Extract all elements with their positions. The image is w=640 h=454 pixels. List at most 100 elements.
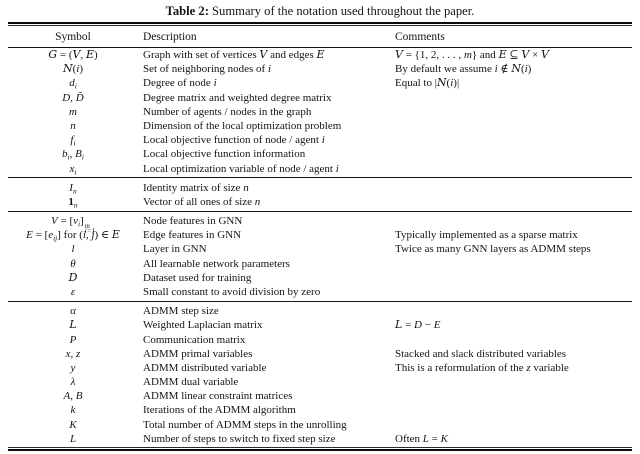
symbol-cell: xi (69, 162, 77, 177)
comments-cell (395, 403, 632, 417)
table-row: y ADMM distributed variable This is a refo… (8, 361, 632, 375)
symbol-cell: y (70, 361, 76, 374)
symbol-cell: ε (70, 285, 76, 298)
symbol-cell: A, B (63, 390, 83, 403)
comments-cell: L = D − E (395, 318, 441, 332)
description-cell: ADMM distributed variable (143, 361, 267, 374)
description-cell: Set of neighboring nodes of i (143, 63, 272, 76)
description-cell: Node features in GNN (143, 215, 243, 228)
comments-cell (395, 333, 632, 347)
symbol-cell: α (70, 305, 76, 318)
table-body: G = (V, E) Graph with set of vertices V a… (8, 48, 632, 446)
table-row: D, D̃Degree matrix and weighted degree m… (8, 91, 632, 105)
comments-cell (395, 375, 632, 389)
comments-cell (395, 91, 632, 105)
comments-cell (395, 257, 632, 271)
table-row: G = (V, E) Graph with set of vertices V a… (8, 48, 632, 62)
comments-cell (395, 133, 632, 147)
header-description: Description (143, 30, 197, 43)
symbol-cell: m (69, 105, 77, 118)
symbol-cell: k (70, 404, 76, 417)
description-cell: ADMM linear constraint matrices (143, 390, 293, 403)
description-cell: Degree matrix and weighted degree matrix (143, 91, 332, 104)
table-row: θ All learnable network parameters (8, 257, 632, 271)
comments-cell (395, 147, 632, 161)
symbol-cell: bi, Bi (62, 148, 84, 162)
table-header-row: Symbol Description Comments (8, 26, 632, 47)
header-rule (8, 47, 632, 48)
description-cell: Graph with set of vertices V and edges E (143, 48, 325, 61)
symbol-cell: N(i) (62, 62, 84, 76)
symbol-cell: G = (V, E) (48, 48, 98, 61)
header-symbol: Symbol (55, 30, 91, 43)
comments-cell: Stacked and slack distributed variables (395, 347, 567, 360)
symbol-cell: fi (70, 134, 76, 148)
table-caption-text: Summary of the notation used throughout … (212, 4, 475, 18)
section-divider (8, 177, 632, 179)
table-row: 1n Vector of all ones of size n (8, 195, 632, 210)
table-row: E = [eij] for (i, j) ∈ E Edge features in… (8, 228, 632, 243)
comments-cell (395, 285, 632, 299)
table-caption: Table 2: Summary of the notation used th… (0, 0, 640, 20)
bottom-rule (8, 447, 632, 452)
section-divider (8, 210, 632, 212)
comments-cell (395, 195, 632, 209)
comments-cell (395, 418, 632, 432)
comments-cell (395, 271, 632, 285)
description-cell: Dataset used for training (143, 271, 252, 284)
symbol-cell: L (69, 432, 77, 445)
table-row: λ ADMM dual variable (8, 375, 632, 389)
description-cell: Degree of node i (143, 77, 217, 90)
description-cell: All learnable network parameters (143, 257, 290, 270)
table-row: P Communication matrix (8, 333, 632, 347)
comments-cell (395, 304, 632, 318)
comments-cell (395, 214, 632, 228)
symbol-cell: In (69, 181, 77, 196)
table-row: α ADMM step size (8, 304, 632, 318)
table-caption-label: Table 2: (165, 4, 209, 18)
symbol-cell: P (69, 333, 77, 346)
symbol-cell: λ (70, 376, 76, 389)
description-cell: Number of steps to switch to fixed step … (143, 432, 336, 445)
symbol-cell: θ (70, 257, 76, 270)
description-cell: Layer in GNN (143, 243, 207, 256)
table-row: n Dimension of the local optimization pro… (8, 119, 632, 133)
comments-cell: V = {1, 2, . . . , m} and E ⊆ V × V (395, 48, 549, 61)
description-cell: ADMM dual variable (143, 376, 239, 389)
description-cell: Vector of all ones of size n (143, 195, 261, 208)
notation-table: Symbol Description Comments G = (V, E) Gr… (8, 22, 632, 452)
comments-cell: This is a reformulation of the z variabl… (395, 361, 569, 374)
description-cell: Identity matrix of size n (143, 181, 249, 194)
symbol-cell: di (69, 77, 77, 91)
description-cell: ADMM step size (143, 305, 219, 318)
symbol-cell: E = [eij] for (i, j) ∈ E (26, 228, 120, 243)
symbol-cell: D (68, 270, 78, 284)
comments-cell: Twice as many GNN layers as ADMM steps (395, 243, 591, 256)
comments-cell: Often L = K (395, 432, 448, 445)
description-cell: Edge features in GNN (143, 229, 242, 242)
comments-cell (395, 119, 632, 133)
table-row: xi Local optimization variable of node / … (8, 162, 632, 177)
symbol-cell: n (70, 119, 76, 132)
description-cell: Communication matrix (143, 333, 246, 346)
description-cell: Local optimization variable of node / ag… (143, 162, 339, 175)
header-comments: Comments (395, 30, 445, 43)
symbol-cell: K (69, 418, 77, 431)
table-row: A, B ADMM linear constraint matrices (8, 389, 632, 403)
description-cell: Dimension of the local optimization prob… (143, 119, 342, 132)
description-cell: Iterations of the ADMM algorithm (143, 404, 296, 417)
comments-cell (395, 389, 632, 403)
table-row: k Iterations of the ADMM algorithm (8, 403, 632, 417)
symbol-cell: L (69, 318, 77, 332)
symbol-cell: 1n (68, 195, 78, 210)
